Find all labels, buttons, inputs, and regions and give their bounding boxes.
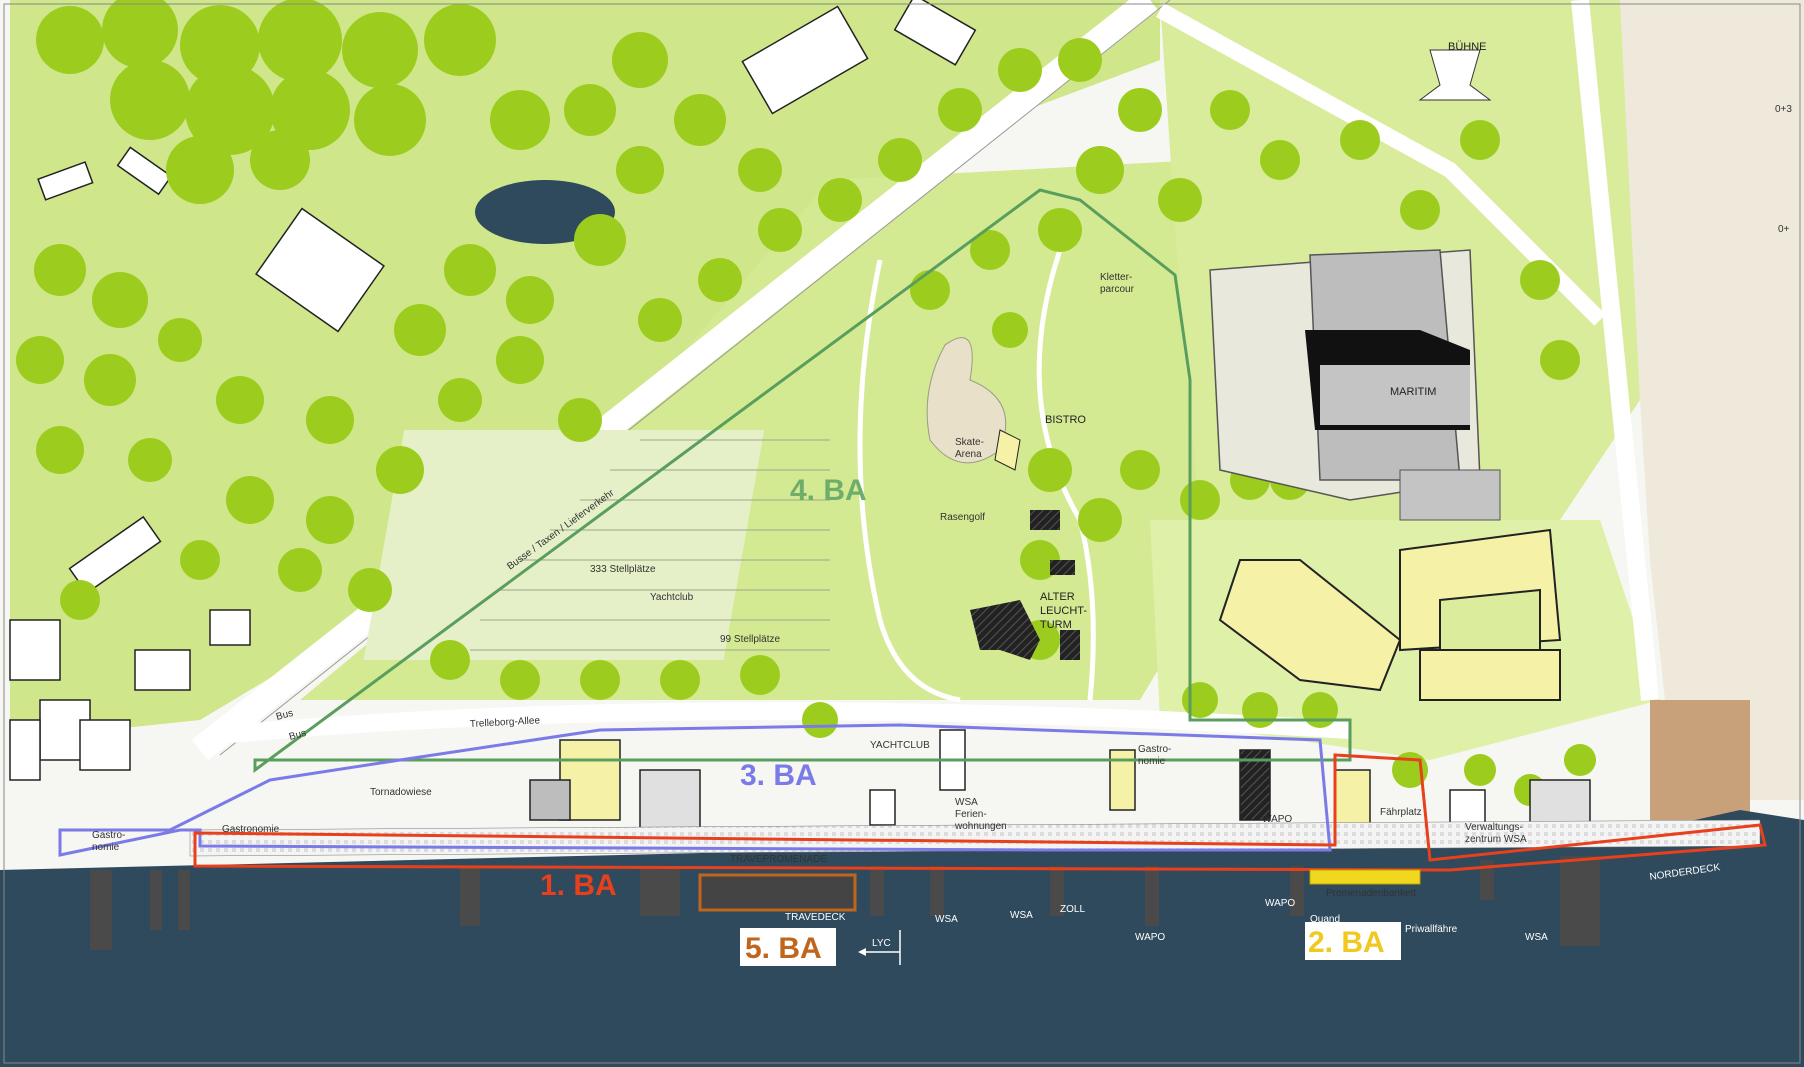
label-skate: Skate- (955, 437, 984, 448)
map-frame (3, 3, 1801, 1064)
label-stellplaetze-333: 333 Stellplätze (590, 564, 656, 575)
label-wapo-2: WAPO (1135, 932, 1165, 943)
label-wsa-1: WSA (935, 914, 958, 925)
piers (90, 856, 1600, 950)
label-wapo-building: WAPO (1262, 814, 1292, 825)
label-kletter: Kletter- (1100, 272, 1132, 283)
label-alter2: LEUCHT- (1040, 605, 1087, 617)
buildings-west (9, 0, 977, 781)
label-ba4: 4. BA (790, 474, 867, 507)
ba2-outline (1309, 869, 1421, 885)
label-yachtclub-parking: Yachtclub (650, 592, 694, 603)
label-station-2: 0+ (1778, 224, 1790, 235)
buildings-yellow-se (1218, 528, 1562, 701)
label-bus-2: Bus (288, 728, 307, 743)
label-verwaltung-2: zentrum WSA (1465, 834, 1527, 845)
label-trelleborg-allee: Trelleborg-Allee (470, 715, 541, 730)
label-tornadowiese: Tornadowiese (370, 787, 432, 798)
label-kletter2: parcour (1100, 284, 1135, 295)
label-gastro-3a: Gastro- (1138, 744, 1171, 755)
label-alter1: ALTER (1040, 591, 1075, 603)
label-wsa-2: WSA (1010, 910, 1033, 921)
label-ba5: 5. BA (745, 932, 822, 965)
label-travepromenade: TRAVEPROMENADE (730, 854, 827, 865)
alter-leuchtturm-buildings (970, 510, 1080, 660)
label-priwall: Priwallfähre (1405, 924, 1458, 935)
label-alter3: TURM (1040, 619, 1072, 631)
maritim-annex (1399, 469, 1501, 521)
parking-area (363, 430, 765, 660)
label-rasengolf: Rasengolf (940, 512, 985, 523)
label-ba3: 3. BA (740, 759, 817, 792)
ba5-outline (698, 873, 857, 912)
buehne-stage (1418, 49, 1492, 101)
label-yachtclub: YACHTCLUB (870, 740, 930, 751)
label-wapo-1: WAPO (1265, 898, 1295, 909)
label-ba5-bg (740, 928, 836, 966)
label-skate2: Arena (955, 449, 982, 460)
label-gastro-1a: Gastro- (92, 830, 125, 841)
label-travedeck: TRAVEDECK (785, 912, 846, 923)
label-maritim: MARITIM (1390, 386, 1436, 398)
path-park-2 (1036, 249, 1096, 701)
ba4-outline (253, 188, 1352, 773)
maritim-roof (1320, 365, 1470, 425)
ba3-outline (58, 723, 1332, 857)
trees-west (16, 0, 1042, 738)
road-trelleborg (219, 702, 1351, 744)
label-bus-1: Bus (275, 708, 294, 723)
path-park (857, 259, 961, 703)
label-promenadenbankett: Promenadenbankett (1326, 888, 1416, 899)
label-wsa-3: WSA (1525, 932, 1548, 943)
beach-area (1620, 0, 1804, 800)
label-wsa-ferien-3: wohnungen (954, 821, 1007, 832)
road-diagonal (191, 0, 1159, 761)
label-verwaltung-1: Verwaltungs- (1465, 822, 1523, 833)
label-ba1: 1. BA (540, 869, 617, 902)
label-quand: Quand (1310, 914, 1340, 925)
label-zoll: ZOLL (1060, 904, 1085, 915)
ba1-outline (193, 753, 1767, 872)
label-buehne: BÜHNE (1448, 41, 1487, 53)
label-ba2-bg (1305, 922, 1401, 960)
label-bistro: BISTRO (1045, 414, 1086, 426)
label-ba2: 2. BA (1308, 926, 1385, 959)
label-gastronomie: Gastronomie (222, 824, 280, 835)
label-gastro-1b: nomie (92, 842, 120, 853)
label-station-1: 0+3 (1775, 104, 1792, 115)
label-lyc: LYC (872, 938, 891, 949)
road-east (1571, 0, 1659, 701)
label-wsa-ferien-2: Ferien- (955, 809, 987, 820)
label-stellplaetze-99: 99 Stellplätze (720, 634, 780, 645)
lyc-arrow: LYC (858, 930, 901, 965)
label-wsa-ferien-1: WSA (955, 797, 978, 808)
label-gastro-3b: nomie (1138, 756, 1166, 767)
label-faehrplatz: Fährplatz (1380, 807, 1422, 818)
bistro-pavilion (994, 429, 1021, 471)
